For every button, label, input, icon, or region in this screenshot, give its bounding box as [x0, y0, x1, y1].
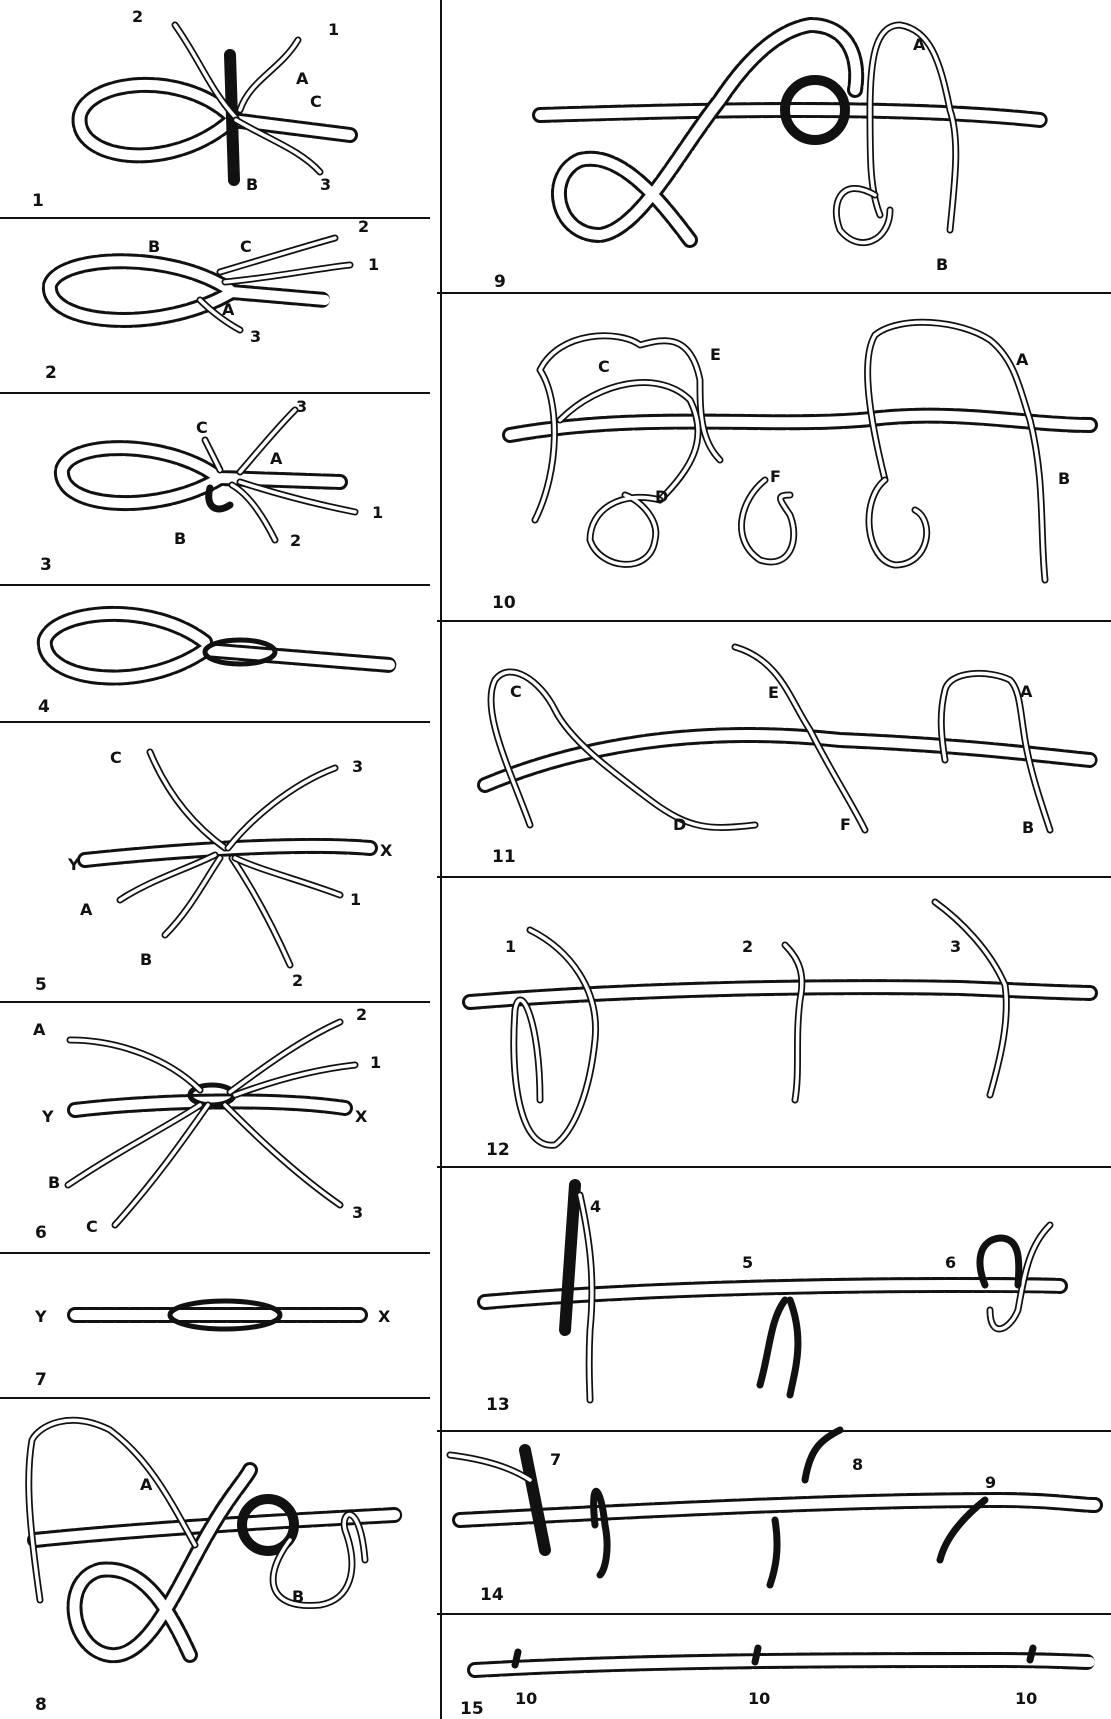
panel-11: C E A D F B 11 [485, 647, 1090, 867]
label-strand-d: D [655, 487, 668, 506]
label-strand-c: C [110, 748, 122, 767]
label-strand-a: A [913, 35, 926, 54]
label-strand-b: B [292, 1587, 304, 1606]
label-strand-a: A [140, 1475, 153, 1494]
panel-5: C 3 Y X A 1 B 2 5 [35, 748, 393, 995]
label-tuck-7: 7 [550, 1450, 561, 1469]
label-strand-2: 2 [358, 217, 369, 236]
label-trim-10: 10 [515, 1689, 537, 1708]
label-strand-1: 1 [328, 20, 339, 39]
label-strand-c: C [86, 1217, 98, 1236]
label-strand-2: 2 [292, 971, 303, 990]
label-end-x: X [355, 1107, 368, 1126]
panel-9: A B 9 [494, 25, 1040, 292]
panel-15: 10 10 10 15 [460, 1648, 1090, 1719]
label-strand-e: E [710, 345, 721, 364]
panel-number: 14 [480, 1585, 504, 1605]
panel-4: 4 [38, 614, 390, 717]
label-strand-c: C [310, 92, 322, 111]
panel-number: 10 [492, 593, 516, 613]
label-tuck-6: 6 [945, 1253, 956, 1272]
panel-number: 11 [492, 847, 516, 867]
panel-number: 9 [494, 272, 506, 292]
label-tuck-3: 3 [950, 937, 961, 956]
panel-number: 6 [35, 1223, 47, 1243]
panel-number: 4 [38, 697, 50, 717]
panel-7: Y X 7 [34, 1301, 391, 1390]
label-strand-c: C [240, 237, 252, 256]
panel-number: 15 [460, 1699, 484, 1719]
label-strand-a: A [296, 69, 309, 88]
panel-number: 7 [35, 1370, 47, 1390]
panel-number: 2 [45, 363, 57, 383]
label-strand-a: A [1020, 682, 1033, 701]
label-strand-a: A [222, 300, 235, 319]
label-trim-10: 10 [748, 1689, 770, 1708]
panel-number: 13 [486, 1395, 510, 1415]
label-tuck-5: 5 [742, 1253, 753, 1272]
label-strand-a: A [270, 449, 283, 468]
panel-14: 7 8 9 14 [450, 1430, 1095, 1605]
panel-6: 2 A 1 Y X B C 3 6 [33, 1005, 381, 1243]
label-tuck-2: 2 [742, 937, 753, 956]
label-strand-3: 3 [352, 757, 363, 776]
label-strand-a: A [33, 1020, 46, 1039]
panel-13: 4 5 6 13 [485, 1185, 1060, 1415]
label-strand-2: 2 [290, 531, 301, 550]
label-strand-1: 1 [370, 1053, 381, 1072]
label-strand-d: D [673, 815, 686, 834]
label-strand-f: F [770, 467, 781, 486]
label-strand-3: 3 [296, 397, 307, 416]
label-strand-b: B [148, 237, 160, 256]
label-strand-1: 1 [350, 890, 361, 909]
label-strand-b: B [936, 255, 948, 274]
label-strand-3: 3 [320, 175, 331, 194]
label-strand-b: B [48, 1173, 60, 1192]
label-strand-b: B [174, 529, 186, 548]
panel-8: A B 8 [29, 1420, 395, 1715]
label-strand-c: C [598, 357, 610, 376]
label-tuck-4: 4 [590, 1197, 601, 1216]
panel-number: 8 [35, 1695, 47, 1715]
label-strand-2: 2 [132, 7, 143, 26]
label-strand-f: F [840, 815, 851, 834]
label-strand-e: E [768, 683, 779, 702]
panel-10: C E A B D F 10 [492, 322, 1090, 613]
panel-2: B C 2 1 A 3 2 [45, 217, 379, 383]
label-strand-c: C [510, 682, 522, 701]
label-strand-b: B [246, 175, 258, 194]
label-strand-3: 3 [250, 327, 261, 346]
label-strand-1: 1 [372, 503, 383, 522]
label-strand-b: B [1022, 818, 1034, 837]
label-end-y: Y [34, 1307, 47, 1326]
label-tuck-1: 1 [505, 937, 516, 956]
label-end-x: X [380, 841, 393, 860]
label-strand-c: C [196, 418, 208, 437]
panel-number: 5 [35, 975, 47, 995]
label-strand-a: A [80, 900, 93, 919]
label-end-x: X [378, 1307, 391, 1326]
panel-number: 1 [32, 191, 44, 211]
label-strand-b: B [1058, 469, 1070, 488]
panel-3: 3 C A B 2 1 3 [40, 397, 383, 575]
label-strand-1: 1 [368, 255, 379, 274]
label-end-y: Y [41, 1107, 54, 1126]
panel-number: 3 [40, 555, 52, 575]
panel-12: 1 2 3 12 [470, 902, 1090, 1160]
label-trim-10: 10 [1015, 1689, 1037, 1708]
label-tuck-9: 9 [985, 1473, 996, 1492]
panel-1: 2 1 A C B 3 1 [32, 7, 350, 211]
label-end-y: Y [67, 855, 80, 874]
label-strand-b: B [140, 950, 152, 969]
label-tuck-8: 8 [852, 1455, 863, 1474]
label-strand-2: 2 [356, 1005, 367, 1024]
panel-number: 12 [486, 1140, 510, 1160]
label-strand-a: A [1016, 350, 1029, 369]
label-strand-3: 3 [352, 1203, 363, 1222]
